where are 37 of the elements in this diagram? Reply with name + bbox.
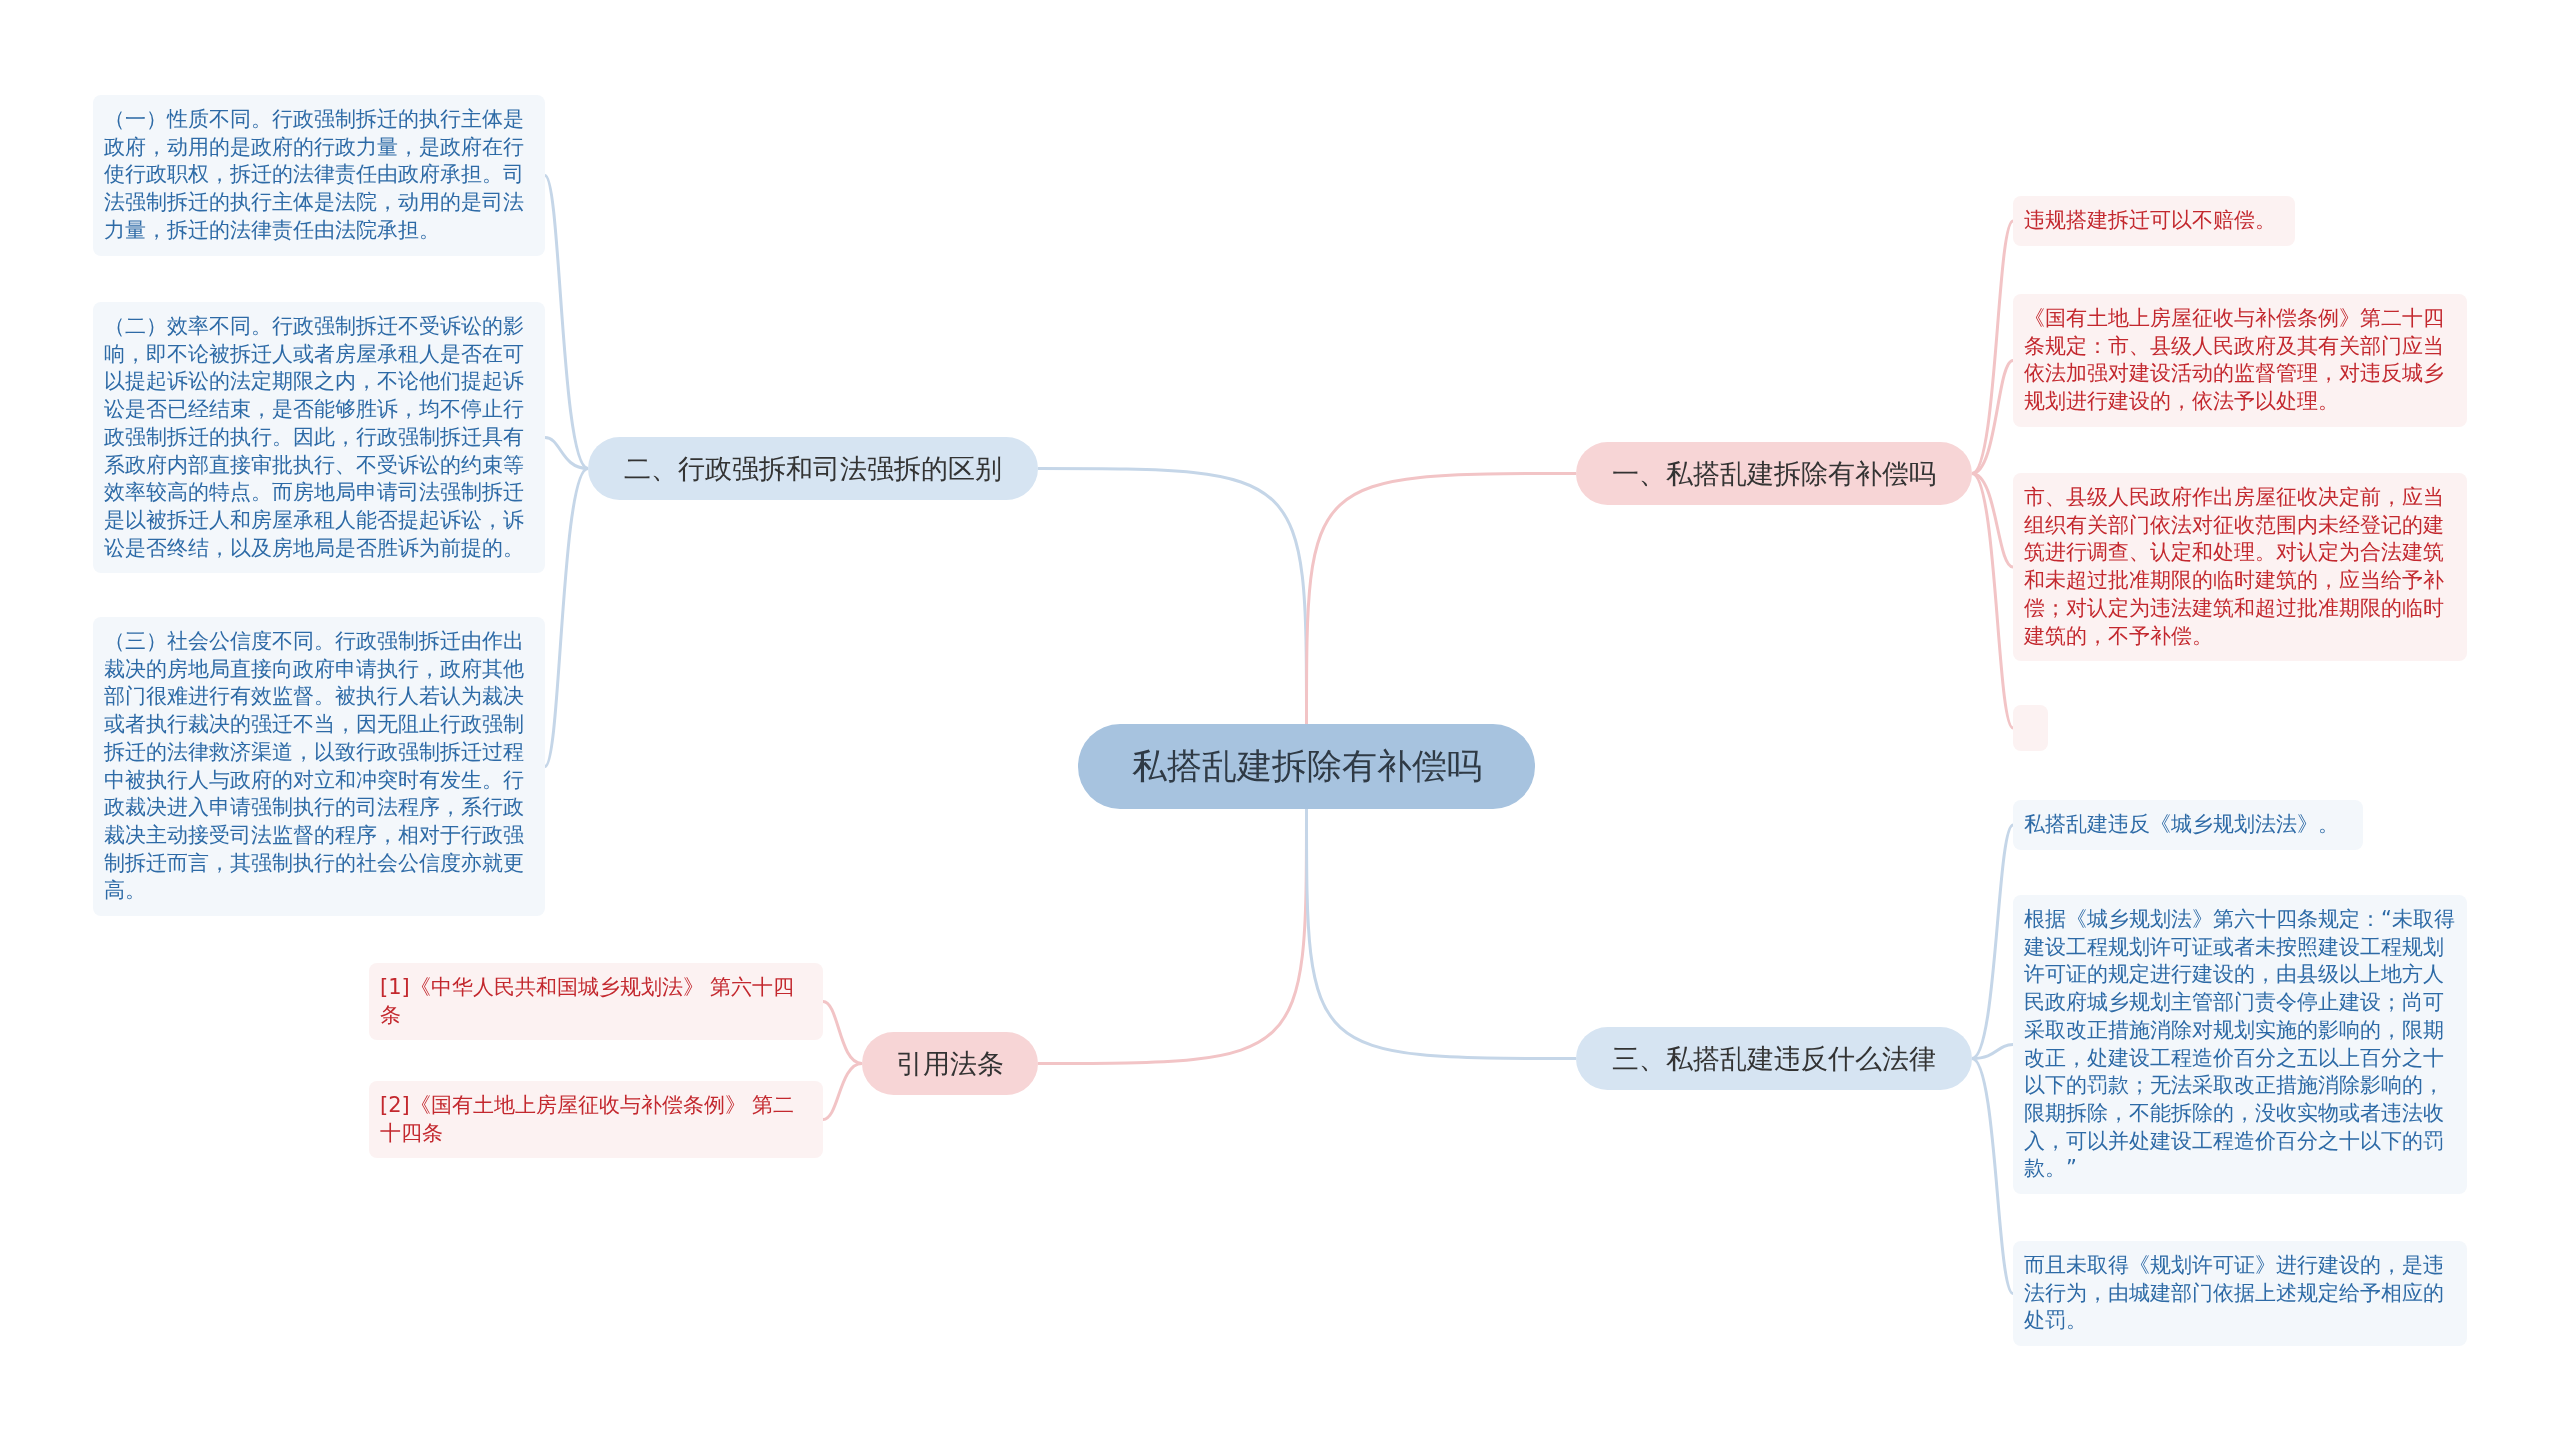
node-text: 引用法条 (896, 1046, 1004, 1081)
connector-line (822, 1062, 863, 1121)
note-card (2013, 800, 2363, 850)
note-card (93, 95, 545, 256)
node-text: 而且未取得《规划许可证》进行建设的，是违法行为，由城建部门依据上述规定给予相应的处罚。 (2024, 1253, 2444, 1333)
connector-line (1971, 220, 2015, 475)
node-text: 私搭乱建拆除有补偿吗 (1131, 745, 1482, 788)
node-text: [2]《国有土地上房屋征收与补偿条例》 第二十四条 (380, 1093, 795, 1145)
node-text: （二）效率不同。行政强制拆迁不受诉讼的影响，即不论被拆迁人或者房屋承租人是否在可以提起诉讼的法定期限之内，不论他们提起诉讼是否已经结束，是否能够胜诉，均不停止行政强制拆迁的执行。因此，行政强制拆迁具有系政府内部直接审批执行、不受诉讼的约束等效率较高的特点。而房地局申请司法强制拆迁是以被拆迁人和房屋承租人能否提起诉讼，诉讼是否终结，以及房地局是否胜诉为前提的。 (104, 314, 524, 560)
connector-line (1971, 472, 2014, 569)
connector-line (1971, 472, 2015, 729)
node-text: [1]《中华人民共和国城乡规划法》 第六十四条 (380, 975, 795, 1027)
connector-line (543, 467, 590, 768)
node-text: 三、私搭乱建违反什么法律 (1612, 1041, 1936, 1076)
note-card (2013, 473, 2467, 662)
note-card (2013, 196, 2295, 246)
node-text: 《国有土地上房屋征收与补偿条例》第二十四条规定：市、县级人民政府及其有关部门应当依法加强对建设活动的监督管理，对违反城乡规划进行建设的，依法予以处理。 (2024, 306, 2444, 414)
connector-line (543, 174, 589, 470)
note-card (2013, 1241, 2467, 1347)
node-text: （一）性质不同。行政强制拆迁的执行主体是政府，动用的是政府的行政力量，是政府在行使行政职权，拆迁的法律责任由政府承担。司法强制拆迁的执行主体是法院，动用的是司法力量，拆迁的法律责任由法院承担。 (104, 107, 524, 242)
connector-line (1971, 1057, 2015, 1295)
empty-box (2013, 705, 2048, 751)
connector-line (1305, 809, 1576, 1060)
note-card (369, 1081, 823, 1159)
note-card (2013, 294, 2467, 427)
node-text: 违规搭建拆迁可以不赔偿。 (2024, 208, 2276, 232)
node-text: 根据《城乡规划法》第六十四条规定：“未取得建设工程规划许可证或者未按照建设工程规划许可证的规定进行建设的，由县级以上地方人民政府城乡规划主管部门责令停止建设；尚可采取改正措施消除对规划实施的影响的，限期改正，处建设工程造价百分之五以上百分之十以下的罚款；无法采取改正措施消除影响的，限期拆除，不能拆除的，没收实物或者违法收入，可以并处建设工程造价百分之十以下的罚款。” (2024, 907, 2455, 1181)
node-text: 私搭乱建违反《城乡规划法法》。 (2024, 812, 2339, 836)
node-text: 市、县级人民政府作出房屋征收决定前，应当组织有关部门依法对征收范围内未经登记的建筑进行调查、认定和处理。对认定为合法建筑和未超过批准期限的临时建筑的，应当给予补偿；对认定为违法建筑和超过批准期限的临时建筑的，不予补偿。 (2024, 485, 2444, 648)
note-card (93, 302, 545, 574)
node-text: （三）社会公信度不同。行政强制拆迁由作出裁决的房地局直接向政府申请执行，政府其他部门很难进行有效监督。被执行人若认为裁决或者执行裁决的强迁不当，因无阻止行政强制拆迁的法律救济渠道，以致行政强制拆迁过程中被执行人与政府的对立和冲突时有发生。行政裁决进入申请强制执行的司法程序，系行政裁决主动接受司法监督的程序，相对于行政强制拆迁而言，其强制执行的社会公信度亦就更高。 (104, 629, 524, 903)
note-card (93, 617, 545, 917)
note-card (369, 963, 823, 1041)
node-text: 一、私搭乱建拆除有补偿吗 (1612, 456, 1936, 491)
connector-line (1305, 472, 1576, 724)
connector-line (1971, 824, 2015, 1060)
node-text: 二、行政强拆和司法强拆的区别 (624, 451, 1002, 486)
